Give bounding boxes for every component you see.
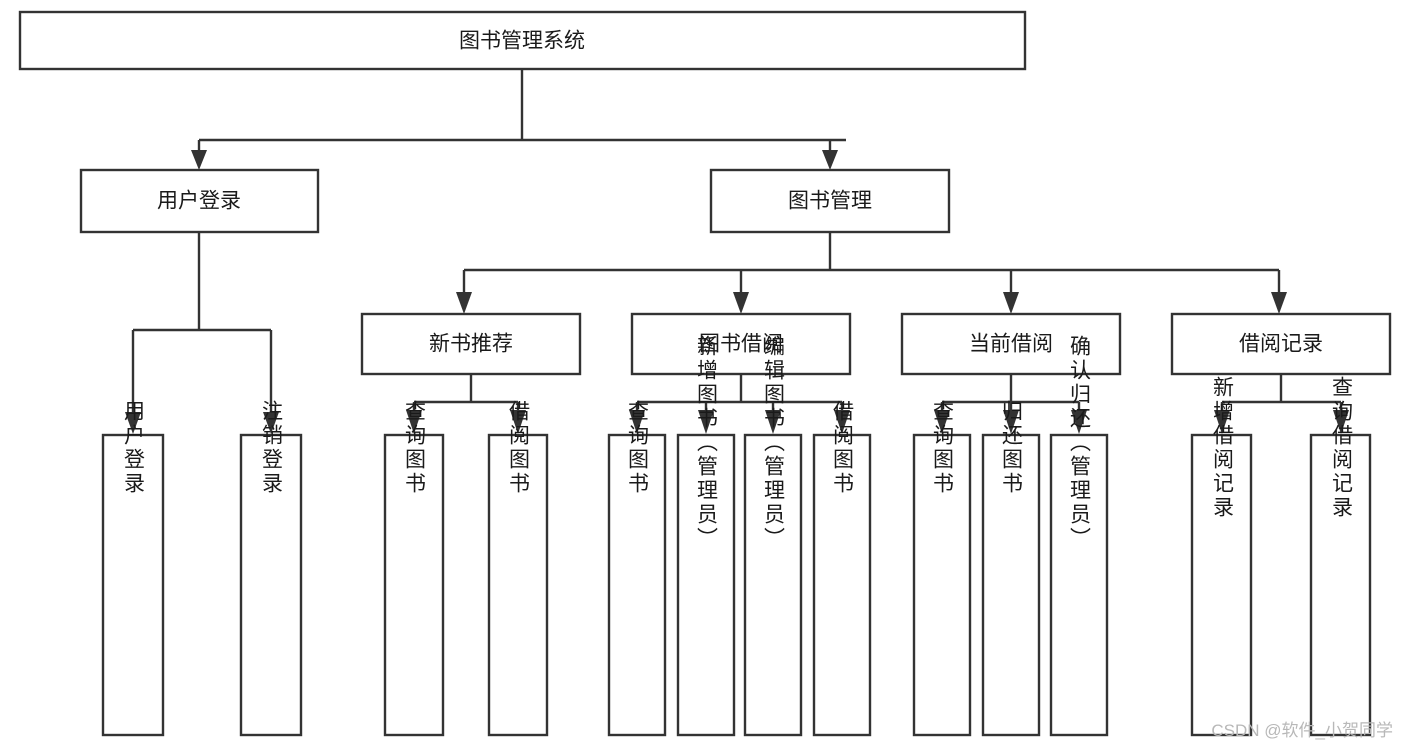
node-leaf-query-book-current-label: 查询图书 (931, 400, 955, 496)
node-user-login[interactable]: 用户登录 (79, 168, 320, 234)
node-borrow-records-label: 借阅记录 (1239, 333, 1323, 356)
node-user-login-label: 用户登录 (157, 190, 241, 213)
connector-newbook-to-leaves (406, 374, 526, 434)
node-leaf-query-book-newbook[interactable]: 查询图书 (383, 400, 445, 737)
arrow-head-icon (263, 412, 279, 434)
arrow-head-icon (733, 292, 749, 314)
arrow-head-icon (456, 292, 472, 314)
node-leaf-add-borrow-record-label: 新增借阅记录 (1211, 376, 1235, 520)
node-leaf-add-book-admin-label: 新增图书（管理员） (695, 335, 719, 551)
node-current-borrow-label: 当前借阅 (969, 333, 1053, 356)
arrow-head-icon (1003, 410, 1019, 434)
arrow-head-icon (1214, 410, 1230, 434)
node-leaf-edit-book-admin[interactable]: 编辑图书（管理员） (743, 335, 803, 737)
node-book-borrow-label: 图书借阅 (699, 333, 783, 356)
arrow-head-icon (406, 410, 422, 434)
node-new-book-recommend[interactable]: 新书推荐 (360, 312, 582, 376)
node-leaf-confirm-return-admin[interactable]: 确认归还（管理员） (1049, 335, 1109, 737)
connector-borrow-to-leaves (629, 374, 850, 434)
node-leaf-borrow-book-borrow[interactable]: 借阅图书 (812, 400, 872, 737)
node-book-borrow[interactable]: 图书借阅 (630, 312, 852, 376)
connector-bookmgmt-to-level3 (456, 232, 1287, 314)
arrow-head-icon (1333, 410, 1349, 434)
arrow-head-icon (629, 410, 645, 434)
arrow-head-icon (1271, 292, 1287, 314)
node-leaf-borrow-book-newbook-label: 借阅图书 (507, 400, 531, 496)
node-root-label: 图书管理系统 (459, 30, 585, 53)
node-leaf-logout[interactable]: 注销登录 (239, 400, 303, 737)
node-leaf-edit-book-admin-label: 编辑图书（管理员） (762, 335, 786, 551)
node-current-borrow[interactable]: 当前借阅 (900, 312, 1122, 376)
connector-records-to-leaves (1214, 374, 1349, 434)
node-leaf-add-borrow-record[interactable]: 新增借阅记录 (1190, 376, 1253, 737)
node-book-management[interactable]: 图书管理 (709, 168, 951, 234)
node-leaf-user-login-label: 用户登录 (122, 400, 146, 496)
arrow-head-icon (834, 410, 850, 434)
node-leaf-borrow-book-borrow-label: 借阅图书 (831, 400, 855, 496)
node-leaf-query-borrow-record[interactable]: 查询借阅记录 (1309, 376, 1372, 737)
arrow-head-icon (125, 412, 141, 434)
arrow-head-icon (510, 410, 526, 434)
csdn-watermark: CSDN @软件_小贺同学 (1211, 721, 1393, 740)
connector-login-to-leaves (125, 232, 279, 434)
node-borrow-records[interactable]: 借阅记录 (1170, 312, 1392, 376)
node-leaf-logout-label: 注销登录 (260, 400, 284, 496)
arrow-head-icon (1003, 292, 1019, 314)
arrow-head-icon (1071, 410, 1087, 434)
node-leaf-query-book-newbook-label: 查询图书 (403, 400, 427, 496)
node-leaf-query-book-current[interactable]: 查询图书 (912, 400, 972, 737)
arrow-head-icon (934, 410, 950, 434)
arrow-head-icon (191, 150, 207, 170)
node-leaf-query-book-borrow-label: 查询图书 (626, 400, 650, 496)
node-leaf-return-book[interactable]: 归还图书 (981, 400, 1041, 737)
node-book-management-label: 图书管理 (788, 190, 872, 213)
node-leaf-return-book-label: 归还图书 (1000, 400, 1024, 496)
arrow-head-icon (765, 410, 781, 434)
node-new-book-recommend-label: 新书推荐 (429, 333, 513, 356)
node-root[interactable]: 图书管理系统 (18, 10, 1027, 71)
connector-current-to-leaves (934, 374, 1087, 434)
node-leaf-query-book-borrow[interactable]: 查询图书 (607, 400, 667, 737)
node-leaf-confirm-return-admin-label: 确认归还（管理员） (1068, 335, 1092, 551)
node-leaf-query-borrow-record-label: 查询借阅记录 (1330, 376, 1354, 520)
node-leaf-add-book-admin[interactable]: 新增图书（管理员） (676, 335, 736, 737)
node-leaf-user-login[interactable]: 用户登录 (101, 400, 165, 737)
connector-root-to-level2 (191, 69, 846, 170)
node-leaf-borrow-book-newbook[interactable]: 借阅图书 (487, 400, 549, 737)
arrow-head-icon (822, 150, 838, 170)
arrow-head-icon (698, 410, 714, 434)
